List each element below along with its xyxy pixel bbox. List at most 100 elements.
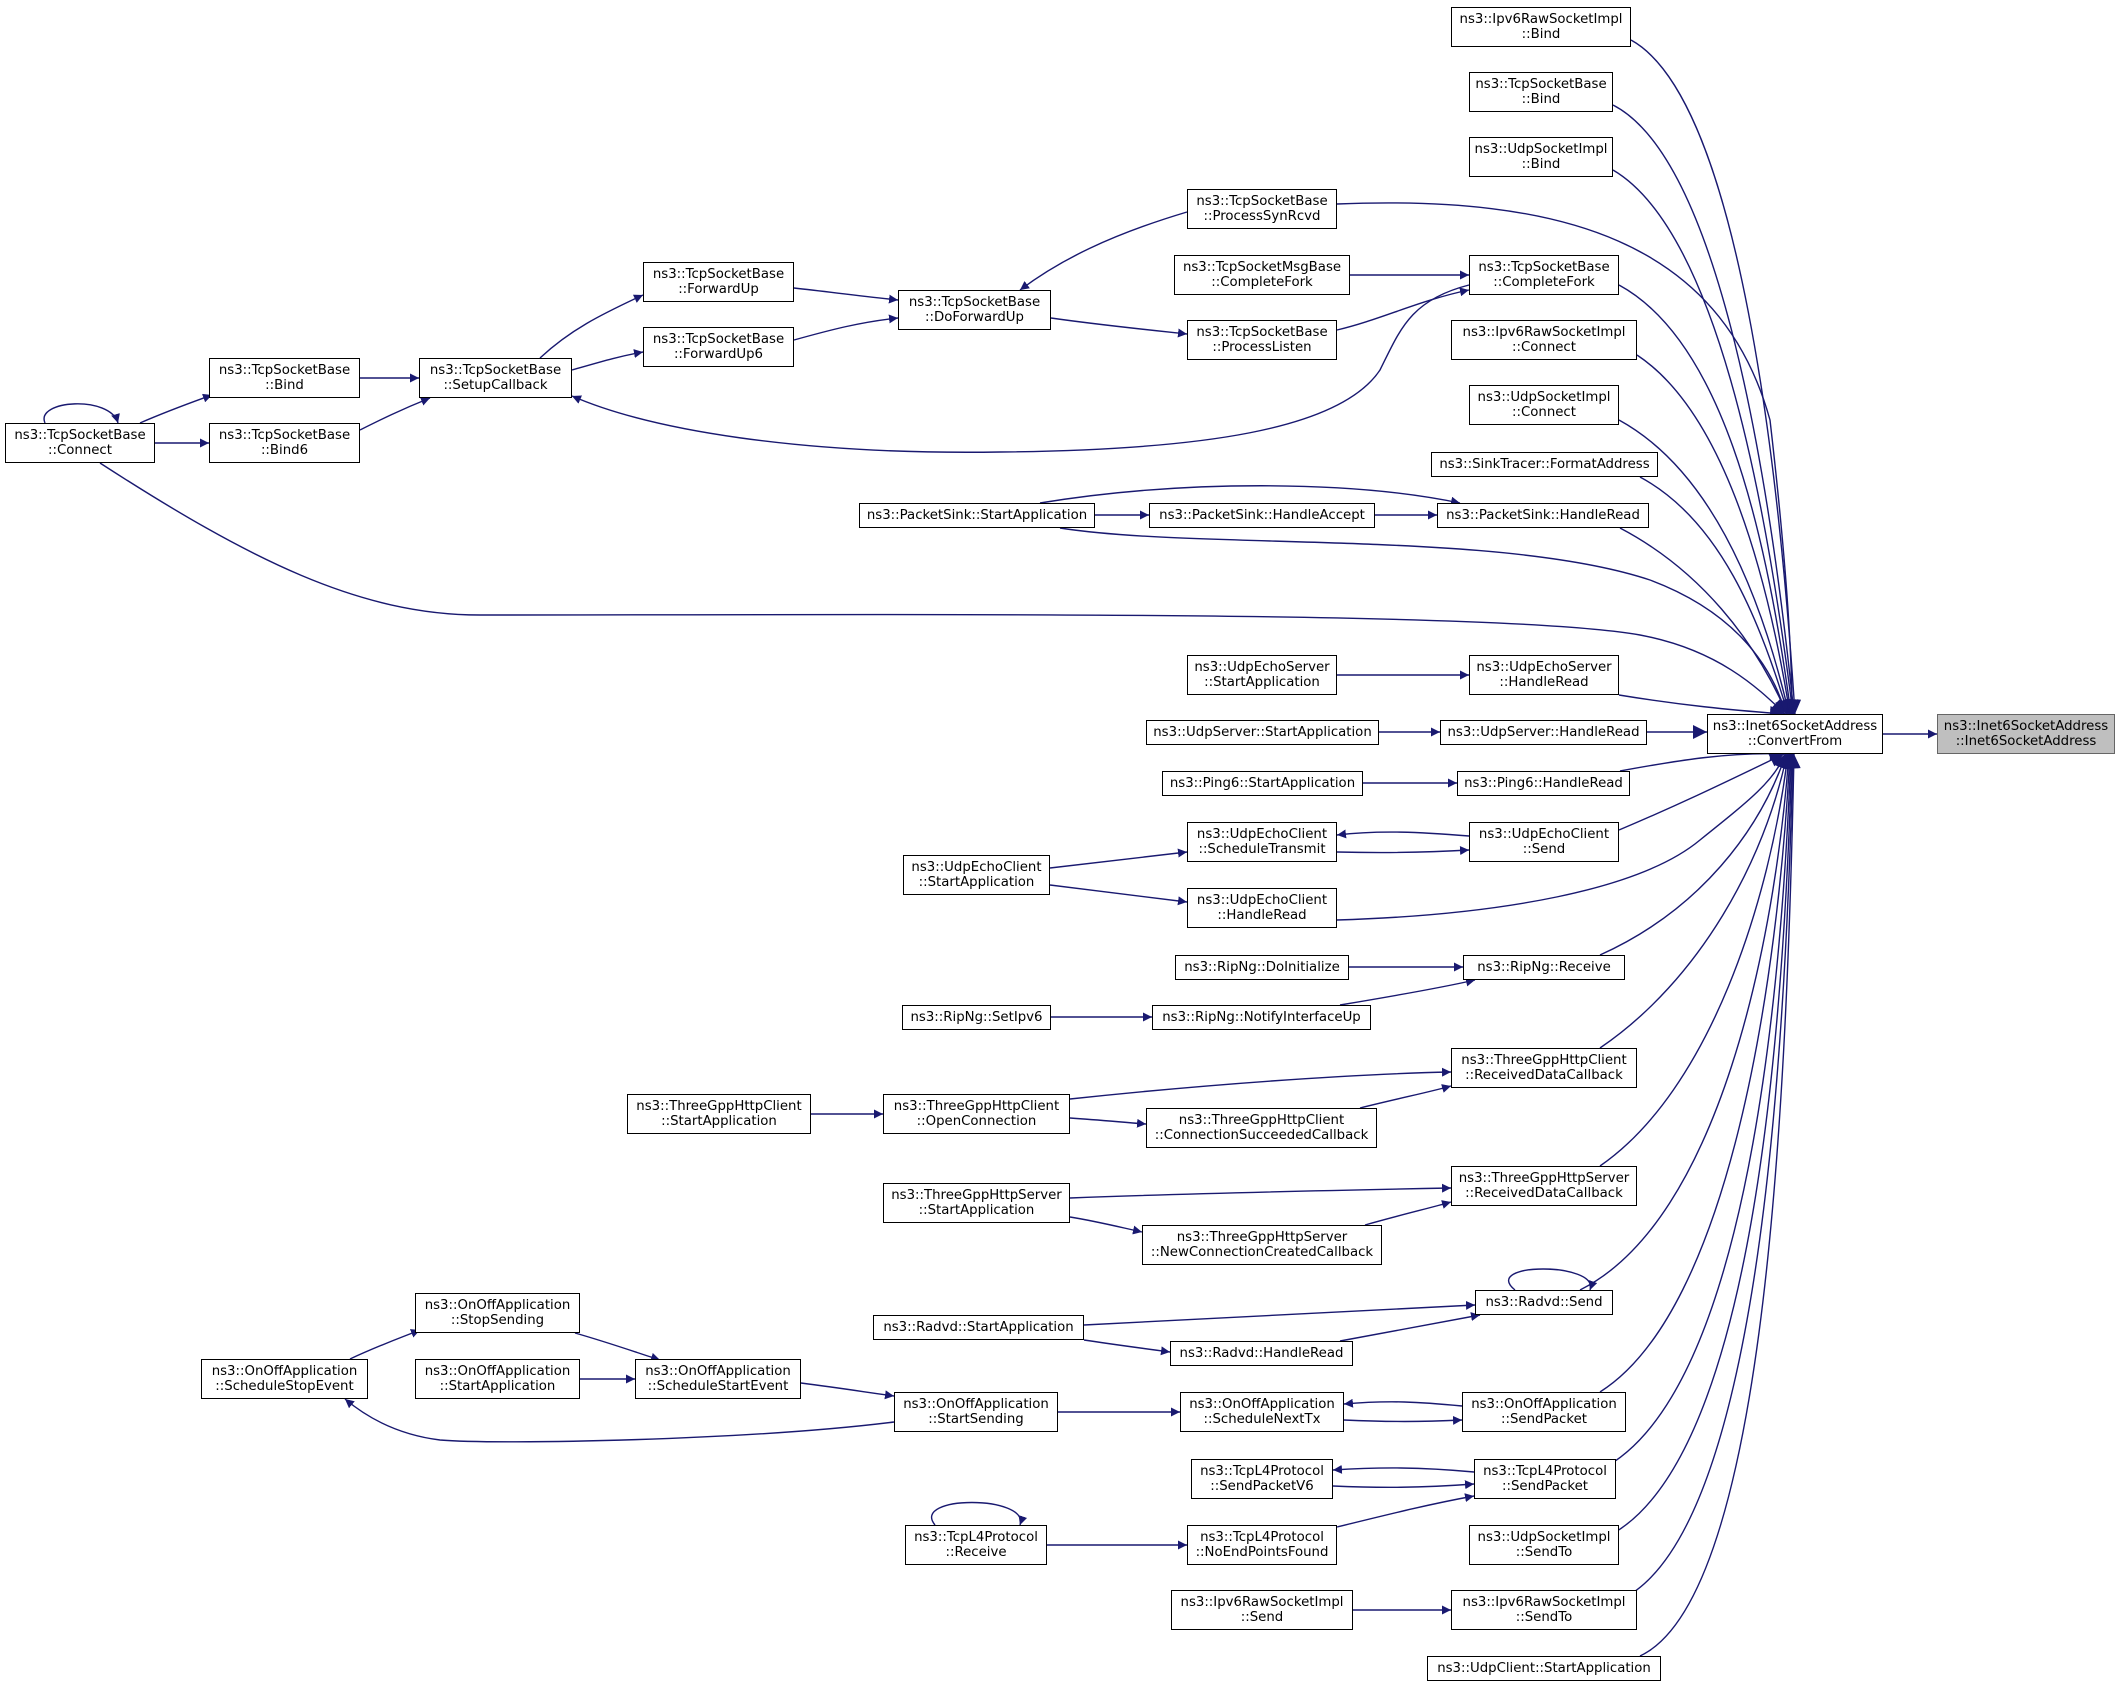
node-packetsink-handleread[interactable]: ns3::PacketSink::HandleRead [1437,503,1649,528]
edge-processsynrcvd-to-convertfrom [1336,202,1799,715]
edge-udpsendto-to-convertfrom [1599,753,1799,1541]
edge-radvdstart-to-radvdhandleread [1083,1339,1171,1356]
node-tcpsocketbase-forwardup[interactable]: ns3::TcpSocketBase::ForwardUp [643,262,794,302]
node-ipv6rawsocketimpl-send[interactable]: ns3::Ipv6RawSocketImpl::Send [1171,1590,1353,1630]
edge-packetsinkstart-to-convertfrom [1059,527,1789,715]
edge-udpclientstart-to-convertfrom [1639,753,1801,1657]
edge-processlisten-to-completefork [1336,287,1470,331]
node-udpechoserver-startapplication[interactable]: ns3::UdpEchoServer::StartApplication [1187,655,1337,695]
edge-httpservernewconn-to-httpserverrecv [1364,1200,1452,1226]
node-udpechoserver-handleread[interactable]: ns3::UdpEchoServer::HandleRead [1469,655,1619,695]
node-radvd-handleread[interactable]: ns3::Radvd::HandleRead [1170,1341,1353,1366]
node-tcpsocketbase-bind6[interactable]: ns3::TcpSocketBase::Bind6 [209,423,360,463]
node-tcpsocketmsgbase-completefork[interactable]: ns3::TcpSocketMsgBase::CompleteFork [1174,255,1350,295]
edge-ipv6rawbind-to-convertfrom [1630,39,1802,715]
edge-radvdsend-to-convertfrom [1579,753,1795,1291]
edge-noendpoints-to-tcpl4sendpacket [1336,1493,1475,1528]
edge-scheduletransmit-to-echoclientsend [1336,846,1470,856]
edge-stopsending-to-schedstart [574,1332,661,1362]
node-udpserver-startapplication[interactable]: ns3::UdpServer::StartApplication [1146,720,1379,745]
node-tcpl4protocol-sendpacketv6[interactable]: ns3::TcpL4Protocol::SendPacketV6 [1191,1459,1333,1499]
edge-echoserverhandleread-to-convertfrom [1618,694,1785,720]
node-ripng-doinitialize[interactable]: ns3::RipNg::DoInitialize [1175,955,1349,980]
edge-httpclientconnsucc-to-httpclientrecv [1359,1084,1452,1109]
node-packetsink-handleaccept[interactable]: ns3::PacketSink::HandleAccept [1149,503,1375,528]
node-ripng-setipv6[interactable]: ns3::RipNg::SetIpv6 [902,1005,1051,1030]
node-tcpsocketbase-bind-left[interactable]: ns3::TcpSocketBase::Bind [209,358,360,398]
node-sinktracer-formataddress[interactable]: ns3::SinkTracer::FormatAddress [1431,452,1658,477]
node-udpclient-startapplication[interactable]: ns3::UdpClient::StartApplication [1427,1656,1661,1681]
node-ipv6rawsocketimpl-connect[interactable]: ns3::Ipv6RawSocketImpl::Connect [1451,320,1637,360]
node-ripng-notifyinterfaceup[interactable]: ns3::RipNg::NotifyInterfaceUp [1152,1005,1371,1030]
node-tcpsocketbase-connect[interactable]: ns3::TcpSocketBase::Connect [5,423,155,463]
edge-completefork-to-convertfrom [1618,284,1797,715]
node-tcpsocketbase-setupcallback[interactable]: ns3::TcpSocketBase::SetupCallback [419,358,572,398]
edge-setupcallback-to-forwardup6 [571,349,644,371]
edge-ipv6rawconnect-to-convertfrom [1636,354,1795,715]
edge-httpserverstart-to-httpservernewconn [1069,1216,1143,1235]
node-udpechoclient-scheduletransmit[interactable]: ns3::UdpEchoClient::ScheduleTransmit [1187,822,1337,862]
node-udpsocketimpl-connect[interactable]: ns3::UdpSocketImpl::Connect [1469,385,1619,425]
node-tcpsocketbase-doforwardup[interactable]: ns3::TcpSocketBase::DoForwardUp [898,290,1051,330]
edge-httpclientopen-to-httpclientrecv [1069,1067,1452,1100]
node-udpechoclient-send[interactable]: ns3::UdpEchoClient::Send [1469,822,1619,862]
node-tcpsocketbase-forwardup6[interactable]: ns3::TcpSocketBase::ForwardUp6 [643,327,794,367]
edge-tcpconnect-to-tcpbindleft [139,393,213,424]
node-ping6-handleread[interactable]: ns3::Ping6::HandleRead [1457,771,1630,796]
node-udpsocketimpl-bind[interactable]: ns3::UdpSocketImpl::Bind [1469,137,1613,177]
node-radvd-send[interactable]: ns3::Radvd::Send [1475,1290,1613,1315]
edge-echoclientsend-to-scheduletransmit [1336,829,1470,839]
node-tcpl4protocol-noendpointsfound[interactable]: ns3::TcpL4Protocol::NoEndPointsFound [1187,1525,1337,1565]
node-ping6-startapplication[interactable]: ns3::Ping6::StartApplication [1162,771,1363,796]
node-onoffapplication-schedulestartevent[interactable]: ns3::OnOffApplication::ScheduleStartEven… [635,1359,801,1399]
node-tcpl4protocol-sendpacket[interactable]: ns3::TcpL4Protocol::SendPacket [1474,1459,1616,1499]
edge-radvdsend-self [1507,1268,1598,1291]
edge-sendpacketv6-to-tcpl4sendpacket [1332,1480,1475,1490]
edge-udpconnect-to-convertfrom [1618,419,1793,715]
node-tcpsocketbase-completefork[interactable]: ns3::TcpSocketBase::CompleteFork [1469,255,1619,295]
node-radvd-startapplication[interactable]: ns3::Radvd::StartApplication [873,1315,1084,1340]
node-threegpphttpclient-receiveddatacallback[interactable]: ns3::ThreeGppHttpClient::ReceivedDataCal… [1451,1048,1637,1088]
edge-ripngreceive-to-convertfrom [1599,753,1789,956]
edge-radvdhandleread-to-radvdsend [1339,1312,1481,1342]
node-threegpphttpclient-startapplication[interactable]: ns3::ThreeGppHttpClient::StartApplicatio… [627,1094,811,1134]
node-packetsink-startapplication[interactable]: ns3::PacketSink::StartApplication [859,503,1095,528]
node-tcpsocketbase-bind-right[interactable]: ns3::TcpSocketBase::Bind [1469,72,1613,112]
edge-ping6handleread-to-convertfrom [1619,746,1785,772]
node-ipv6rawsocketimpl-sendto[interactable]: ns3::Ipv6RawSocketImpl::SendTo [1451,1590,1637,1630]
node-udpechoclient-handleread[interactable]: ns3::UdpEchoClient::HandleRead [1187,888,1337,928]
edge-tcpbind6-to-setupcallback [359,397,431,431]
node-tcpl4protocol-receive[interactable]: ns3::TcpL4Protocol::Receive [905,1525,1047,1565]
node-tcpsocketbase-processsynrcvd[interactable]: ns3::TcpSocketBase::ProcessSynRcvd [1187,189,1337,229]
node-threegpphttpserver-newconnectioncreatedcallback[interactable]: ns3::ThreeGppHttpServer::NewConnectionCr… [1142,1225,1382,1265]
node-onoffapplication-sendpacket[interactable]: ns3::OnOffApplication::SendPacket [1462,1392,1626,1432]
node-threegpphttpserver-receiveddatacallback[interactable]: ns3::ThreeGppHttpServer::ReceivedDataCal… [1451,1166,1637,1206]
node-threegpphttpclient-openconnection[interactable]: ns3::ThreeGppHttpClient::OpenConnection [883,1094,1070,1134]
edge-udpbind-to-convertfrom [1612,169,1799,715]
edge-onoffsendpacket-to-schednext [1343,1398,1463,1408]
node-onoffapplication-schedulestopevent[interactable]: ns3::OnOffApplication::ScheduleStopEvent [201,1359,368,1399]
node-udpserver-handleread[interactable]: ns3::UdpServer::HandleRead [1440,720,1647,745]
edge-onoffsendpacket-to-convertfrom [1599,753,1797,1393]
edge-tcpl4sendpacket-to-sendpacketv6 [1332,1464,1475,1474]
node-threegpphttpclient-connectionsucceededcallback[interactable]: ns3::ThreeGppHttpClient::ConnectionSucce… [1146,1108,1377,1148]
node-convertfrom[interactable]: ns3::Inet6SocketAddress::ConvertFrom [1707,714,1883,754]
node-onoffapplication-stopsending[interactable]: ns3::OnOffApplication::StopSending [415,1293,580,1333]
node-udpechoclient-startapplication[interactable]: ns3::UdpEchoClient::StartApplication [903,855,1050,895]
edge-startsending-to-schedstop [344,1398,895,1443]
node-onoffapplication-schedulenexttx[interactable]: ns3::OnOffApplication::ScheduleNextTx [1180,1392,1344,1432]
edge-sinktracer-to-convertfrom [1639,476,1791,715]
edge-radvdstart-to-radvdsend [1083,1300,1476,1326]
node-ipv6rawsocketimpl-bind[interactable]: ns3::Ipv6RawSocketImpl::Bind [1451,7,1631,47]
node-tcpsocketbase-processlisten[interactable]: ns3::TcpSocketBase::ProcessListen [1187,320,1337,360]
node-threegpphttpserver-startapplication[interactable]: ns3::ThreeGppHttpServer::StartApplicatio… [883,1183,1070,1223]
node-onoffapplication-startapplication[interactable]: ns3::OnOffApplication::StartApplication [415,1359,580,1399]
node-onoffapplication-startsending[interactable]: ns3::OnOffApplication::StartSending [894,1392,1058,1432]
node-udpsocketimpl-sendto[interactable]: ns3::UdpSocketImpl::SendTo [1469,1525,1619,1565]
edge-tcpl4receive-self [931,1501,1028,1526]
edge-echoclienthandleread-to-convertfrom [1336,753,1787,921]
node-ripng-receive[interactable]: ns3::RipNg::Receive [1463,955,1625,980]
edge-echoclientstart-to-echoclienthandleread [1049,884,1188,906]
edge-forwardup6-to-doforwardup [793,314,899,341]
